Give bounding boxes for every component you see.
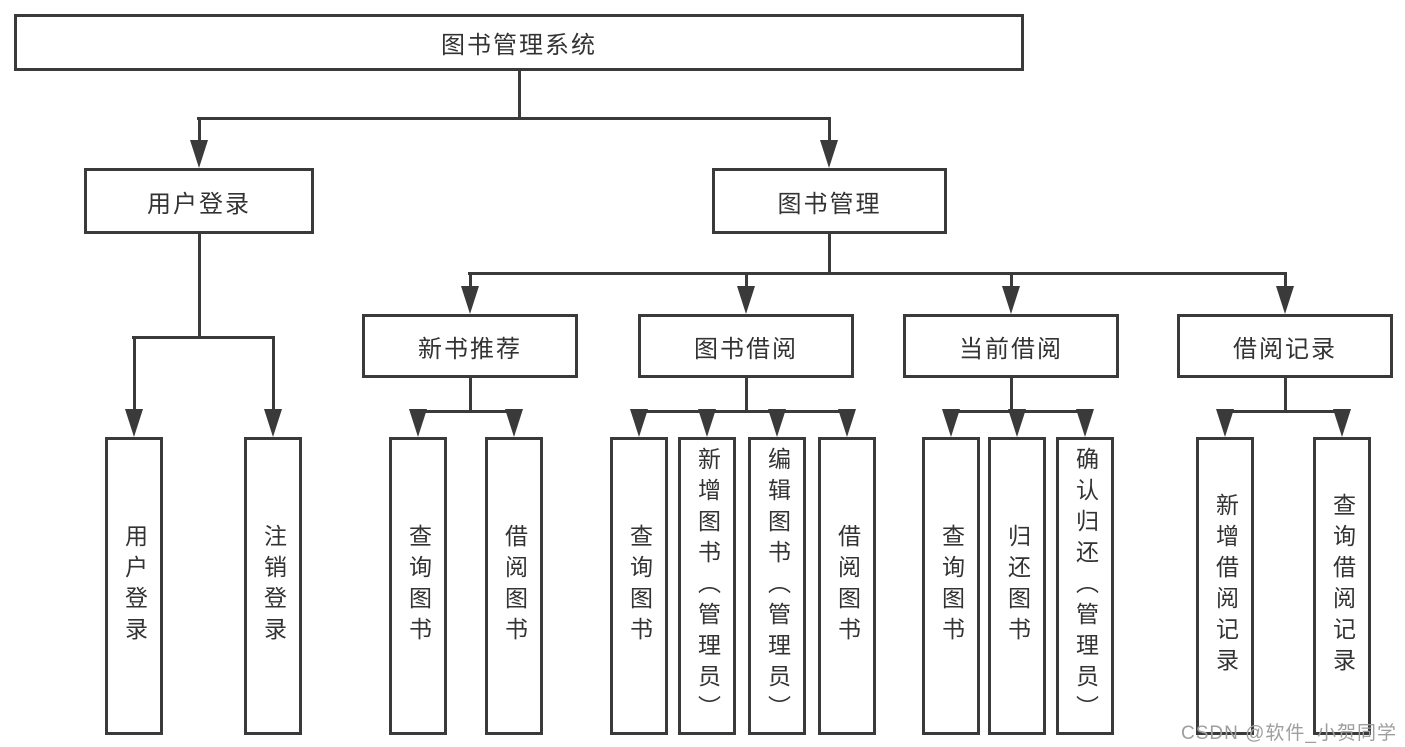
node-borrow-records: 借阅记录 (1177, 314, 1393, 378)
node-user-login-label: 用户登录 (147, 190, 251, 218)
arrow-down-icon (838, 409, 856, 437)
node-root-system: 图书管理系统 (14, 14, 1024, 71)
leaf-confirm-return-admin-label: 确认归还（管理员） (1072, 446, 1099, 726)
arrow-down-icon (737, 286, 755, 314)
arrow-down-icon (942, 409, 960, 437)
leaf-query-books-current: 查询图书 (922, 437, 980, 735)
leaf-query-books-recommend-label: 查询图书 (405, 524, 432, 648)
leaf-borrow-books-recommend: 借阅图书 (485, 437, 543, 735)
connector-book-mgmt-shaft (828, 117, 831, 143)
arrow-down-icon (768, 409, 786, 437)
node-new-book-recommend: 新书推荐 (362, 314, 578, 378)
leaf-add-borrow-record-label: 新增借阅记录 (1212, 493, 1239, 679)
connector-current-drop (1010, 378, 1013, 412)
node-current-borrowing: 当前借阅 (903, 314, 1119, 378)
connector-records-rail (1223, 410, 1344, 413)
node-book-borrowing: 图书借阅 (638, 314, 854, 378)
connector-user-login-drop (198, 234, 201, 338)
leaf-query-books-borrow-label: 查询图书 (626, 524, 653, 648)
leaf-logout-label: 注销登录 (260, 524, 287, 648)
leaf-return-books-label: 归还图书 (1004, 524, 1031, 648)
arrow-down-icon (461, 286, 479, 314)
connector-leaf-shaft (272, 336, 275, 412)
connector-level2-rail (197, 117, 831, 120)
leaf-query-books-recommend: 查询图书 (389, 437, 447, 735)
node-borrow-records-label: 借阅记录 (1233, 335, 1337, 363)
node-book-management-label: 图书管理 (777, 190, 882, 218)
arrow-down-icon (630, 409, 648, 437)
leaf-add-books-admin: 新增图书（管理员） (678, 437, 736, 735)
leaf-query-borrow-record-label: 查询借阅记录 (1329, 493, 1356, 679)
arrow-down-icon (1008, 409, 1026, 437)
leaf-query-books-current-label: 查询图书 (938, 524, 965, 648)
node-root-label: 图书管理系统 (441, 32, 597, 59)
connector-root-drop (518, 71, 521, 118)
arrow-down-icon (1333, 409, 1351, 437)
node-book-management: 图书管理 (712, 168, 947, 234)
leaf-edit-books-admin-label: 编辑图书（管理员） (764, 446, 791, 726)
node-user-login: 用户登录 (84, 168, 314, 234)
leaf-borrow-books: 借阅图书 (818, 437, 876, 735)
connector-level3-rail (468, 272, 1287, 275)
connector-l3-shaft (1010, 272, 1013, 288)
leaf-borrow-books-label: 借阅图书 (834, 524, 861, 648)
connector-borrowing-rail (637, 410, 849, 413)
leaf-return-books: 归还图书 (988, 437, 1046, 735)
leaf-user-login: 用户登录 (105, 437, 163, 735)
connector-recommend-rail (416, 410, 518, 413)
arrow-down-icon (698, 409, 716, 437)
connector-l3-shaft (745, 272, 748, 288)
leaf-add-borrow-record: 新增借阅记录 (1196, 437, 1254, 735)
leaf-add-books-admin-label: 新增图书（管理员） (694, 446, 721, 726)
connector-l3-shaft (469, 272, 472, 288)
arrow-down-icon (190, 140, 208, 168)
leaf-confirm-return-admin: 确认归还（管理员） (1056, 437, 1114, 735)
arrow-down-icon (1216, 409, 1234, 437)
arrow-down-icon (409, 409, 427, 437)
arrow-down-icon (125, 409, 143, 437)
connector-l3-shaft (1284, 272, 1287, 288)
connector-user-login-rail (132, 336, 275, 339)
leaf-edit-books-admin: 编辑图书（管理员） (748, 437, 806, 735)
arrow-down-icon (264, 409, 282, 437)
leaf-query-books-borrow: 查询图书 (610, 437, 668, 735)
arrow-down-icon (1076, 409, 1094, 437)
connector-records-drop (1284, 378, 1287, 412)
leaf-query-borrow-record: 查询借阅记录 (1313, 437, 1371, 735)
leaf-borrow-books-recommend-label: 借阅图书 (501, 524, 528, 648)
csdn-watermark: CSDN @软件_小贺同学 (1181, 723, 1397, 744)
connector-book-mgmt-drop (828, 233, 831, 274)
connector-borrowing-drop (745, 378, 748, 412)
arrow-down-icon (820, 140, 838, 168)
node-book-borrowing-label: 图书借阅 (694, 335, 798, 363)
arrow-down-icon (505, 409, 523, 437)
connector-recommend-drop (469, 378, 472, 412)
arrow-down-icon (1002, 286, 1020, 314)
node-new-book-recommend-label: 新书推荐 (418, 335, 522, 363)
connector-user-login-shaft (198, 117, 201, 143)
arrow-down-icon (1276, 286, 1294, 314)
node-current-borrowing-label: 当前借阅 (959, 335, 1063, 363)
leaf-logout: 注销登录 (244, 437, 302, 735)
connector-leaf-shaft (133, 336, 136, 412)
leaf-user-login-label: 用户登录 (121, 524, 148, 648)
